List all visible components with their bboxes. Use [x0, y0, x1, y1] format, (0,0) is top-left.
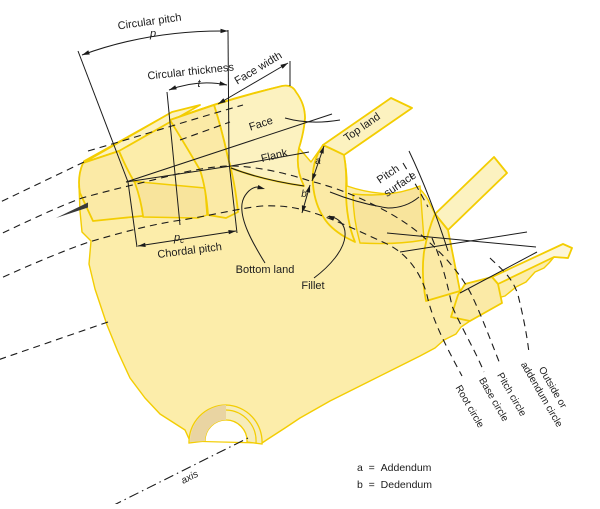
svg-text:a: a: [315, 156, 321, 167]
svg-text:b: b: [301, 189, 307, 200]
svg-text:p: p: [149, 28, 156, 40]
svg-text:b = Dedendum: b = Dedendum: [357, 479, 432, 491]
svg-text:pc: pc: [173, 232, 184, 245]
svg-text:Bottom land: Bottom land: [236, 264, 295, 276]
svg-text:Fillet: Fillet: [301, 280, 324, 292]
svg-text:t: t: [197, 78, 201, 90]
svg-text:a = Addendum: a = Addendum: [357, 462, 432, 474]
